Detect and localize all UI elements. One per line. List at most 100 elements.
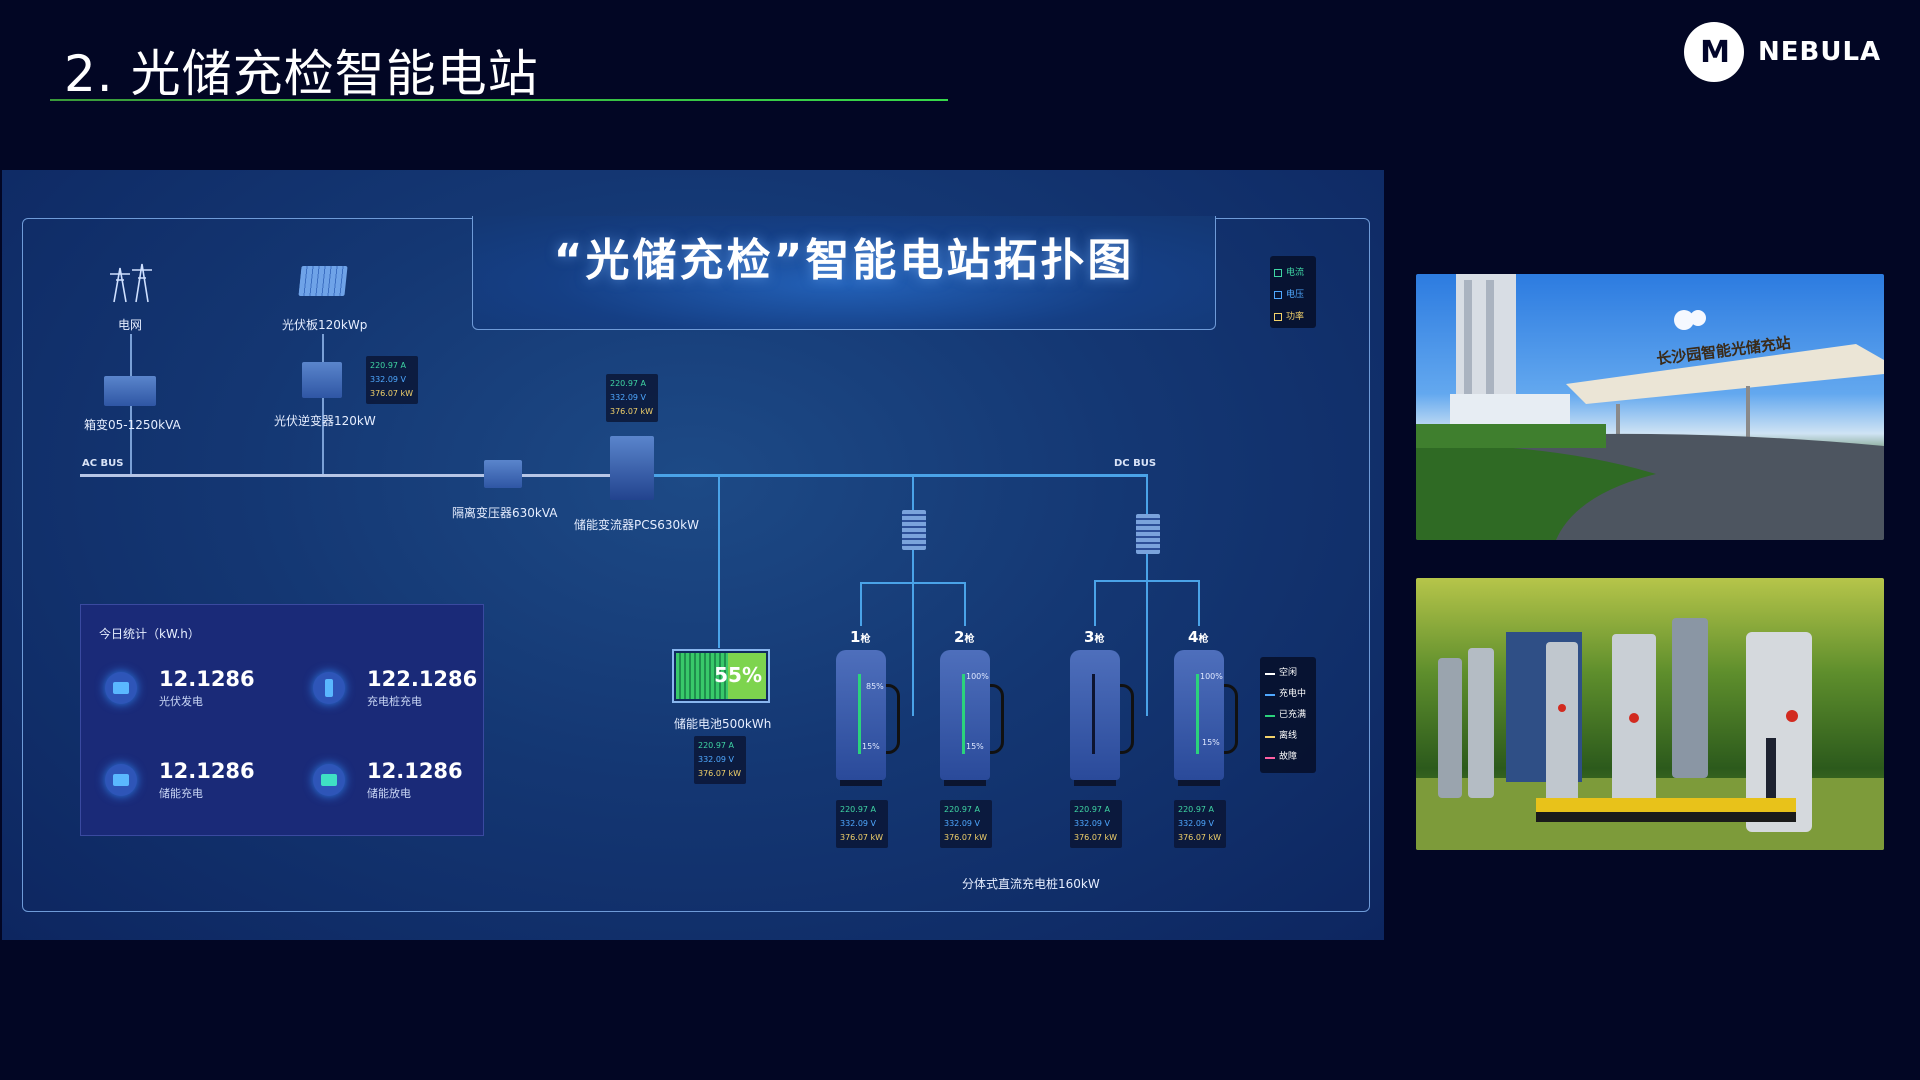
meter-current: 220.97 A [698, 741, 735, 750]
meter-current: 220.97 A [944, 805, 981, 814]
stat-value: 12.1286 [159, 759, 255, 783]
stat-charger-charging: 122.1286 充电桩充电 [313, 667, 477, 709]
pv-line [322, 334, 324, 474]
charger-base [1074, 780, 1116, 786]
stat-label: 充电桩充电 [367, 695, 422, 708]
charger-bottom-pct: 15% [1202, 738, 1220, 747]
battery-soc: 55% [714, 663, 762, 687]
stat-value: 12.1286 [367, 759, 463, 783]
pcs-meter: 220.97 A 332.09 V 376.07 kW [606, 374, 658, 422]
charger-cable [990, 684, 1004, 754]
meter-legend: 电流 电压 功率 [1270, 256, 1316, 328]
brand-name: NEBULA [1758, 37, 1882, 67]
charger-top-pct: 100% [966, 672, 989, 681]
dc-branch-1 [860, 582, 966, 584]
stat-label: 光伏发电 [159, 695, 203, 708]
charger-level-bar [962, 674, 965, 754]
battery-fill [676, 653, 731, 699]
ac-bus-line [80, 474, 620, 477]
dc-branch-2 [1094, 580, 1200, 582]
charger-number: 4枪 [1188, 628, 1209, 646]
legend-item-idle: 空闲 [1265, 663, 1311, 684]
meter-current: 220.97 A [610, 379, 647, 388]
topology-title: “光储充检”智能电站拓扑图 [553, 235, 1135, 286]
meter-power: 376.07 kW [1074, 833, 1118, 842]
legend-item-current: 电流 [1274, 262, 1312, 284]
pv-inverter-label: 光伏逆变器120kW [274, 414, 376, 428]
charger-base [944, 780, 986, 786]
storage-battery: 55% [672, 649, 770, 703]
stat-label: 储能充电 [159, 787, 203, 800]
stat-pv-generation: 12.1286 光伏发电 [105, 667, 255, 709]
battery-discharge-icon [313, 764, 345, 796]
battery-remaining [728, 653, 766, 699]
legend-item-power: 功率 [1274, 306, 1312, 328]
pcs-label: 储能变流器PCS630kW [574, 518, 699, 532]
charger-body [836, 650, 886, 780]
battery-charge-icon [105, 764, 137, 796]
box-transformer-icon [104, 376, 156, 406]
dc-drop-line-1 [912, 476, 914, 716]
charger-number: 1枪 [850, 628, 871, 646]
stat-value: 122.1286 [367, 667, 478, 691]
legend-item-voltage: 电压 [1274, 284, 1312, 306]
stats-title: 今日统计（kW.h） [99, 627, 200, 641]
station-exterior-photo: 长沙园智能光储充站 [1416, 274, 1884, 540]
isolation-transformer-label: 隔离变压器630kVA [452, 506, 558, 520]
meter-power: 376.07 kW [610, 407, 654, 416]
legend-item-charging: 充电中 [1265, 684, 1311, 705]
meter-power: 376.07 kW [370, 389, 414, 398]
solar-panel-icon [105, 672, 137, 704]
dc-branch-2b [1198, 580, 1200, 626]
pv-panel-label: 光伏板120kWp [282, 318, 368, 332]
brand-logo-icon: M [1684, 22, 1744, 82]
battery-line [718, 476, 720, 648]
meter-current: 220.97 A [840, 805, 877, 814]
meter-power: 376.07 kW [1178, 833, 1222, 842]
dc-drop-line-2 [1146, 476, 1148, 716]
charger-meter: 220.97 A 332.09 V 376.07 kW [1174, 800, 1226, 848]
pcs-icon [610, 436, 654, 500]
slide-title: 2. 光储充检智能电站 [64, 45, 539, 103]
dc-charger-caption: 分体式直流充电桩160kW [962, 877, 1100, 891]
charger-bottom-pct: 15% [862, 742, 880, 751]
charger-level-bar [1092, 674, 1095, 754]
meter-voltage: 332.09 V [840, 819, 877, 828]
meter-power: 376.07 kW [698, 769, 742, 778]
meter-current: 220.97 A [370, 361, 407, 370]
charger-meter: 220.97 A 332.09 V 376.07 kW [1070, 800, 1122, 848]
topology-panel: “光储充检”智能电站拓扑图 AC BUS DC BUS 电网 箱变05-1250… [2, 170, 1384, 940]
dc-cabinet-2-icon [1136, 514, 1160, 554]
ac-bus-label: AC BUS [82, 458, 124, 469]
charger-meter: 220.97 A 332.09 V 376.07 kW [940, 800, 992, 848]
pv-inverter-icon [302, 362, 342, 398]
charger-number: 3枪 [1084, 628, 1105, 646]
stat-label: 储能放电 [367, 787, 411, 800]
legend-item-fault: 故障 [1265, 747, 1311, 768]
charger-meter: 220.97 A 332.09 V 376.07 kW [836, 800, 888, 848]
meter-current: 220.97 A [1178, 805, 1215, 814]
charger-cable [1120, 684, 1134, 754]
dc-branch-1a [860, 582, 862, 626]
pv-inverter-meter: 220.97 A 332.09 V 376.07 kW [366, 356, 418, 404]
charger-level-bar [858, 674, 861, 754]
topology-title-tab [472, 216, 1216, 330]
meter-voltage: 332.09 V [1074, 819, 1111, 828]
charger-level-bar [1196, 674, 1199, 754]
stat-value: 12.1286 [159, 667, 255, 691]
charger-cable [1224, 684, 1238, 754]
charger-number: 2枪 [954, 628, 975, 646]
dc-bus-label: DC BUS [1114, 458, 1157, 469]
dc-branch-2a [1094, 580, 1096, 626]
stat-storage-discharge: 12.1286 储能放电 [313, 759, 463, 801]
dc-bus-line [654, 474, 1148, 477]
meter-voltage: 332.09 V [1178, 819, 1215, 828]
meter-voltage: 332.09 V [610, 393, 647, 402]
meter-current: 220.97 A [1074, 805, 1111, 814]
box-transformer-label: 箱变05-1250kVA [84, 418, 181, 432]
charger-body [940, 650, 990, 780]
pv-panel-icon [298, 266, 348, 296]
meter-voltage: 332.09 V [944, 819, 981, 828]
charger-status-legend: 空闲 充电中 已充满 离线 故障 [1260, 657, 1316, 773]
meter-voltage: 332.09 V [698, 755, 735, 764]
